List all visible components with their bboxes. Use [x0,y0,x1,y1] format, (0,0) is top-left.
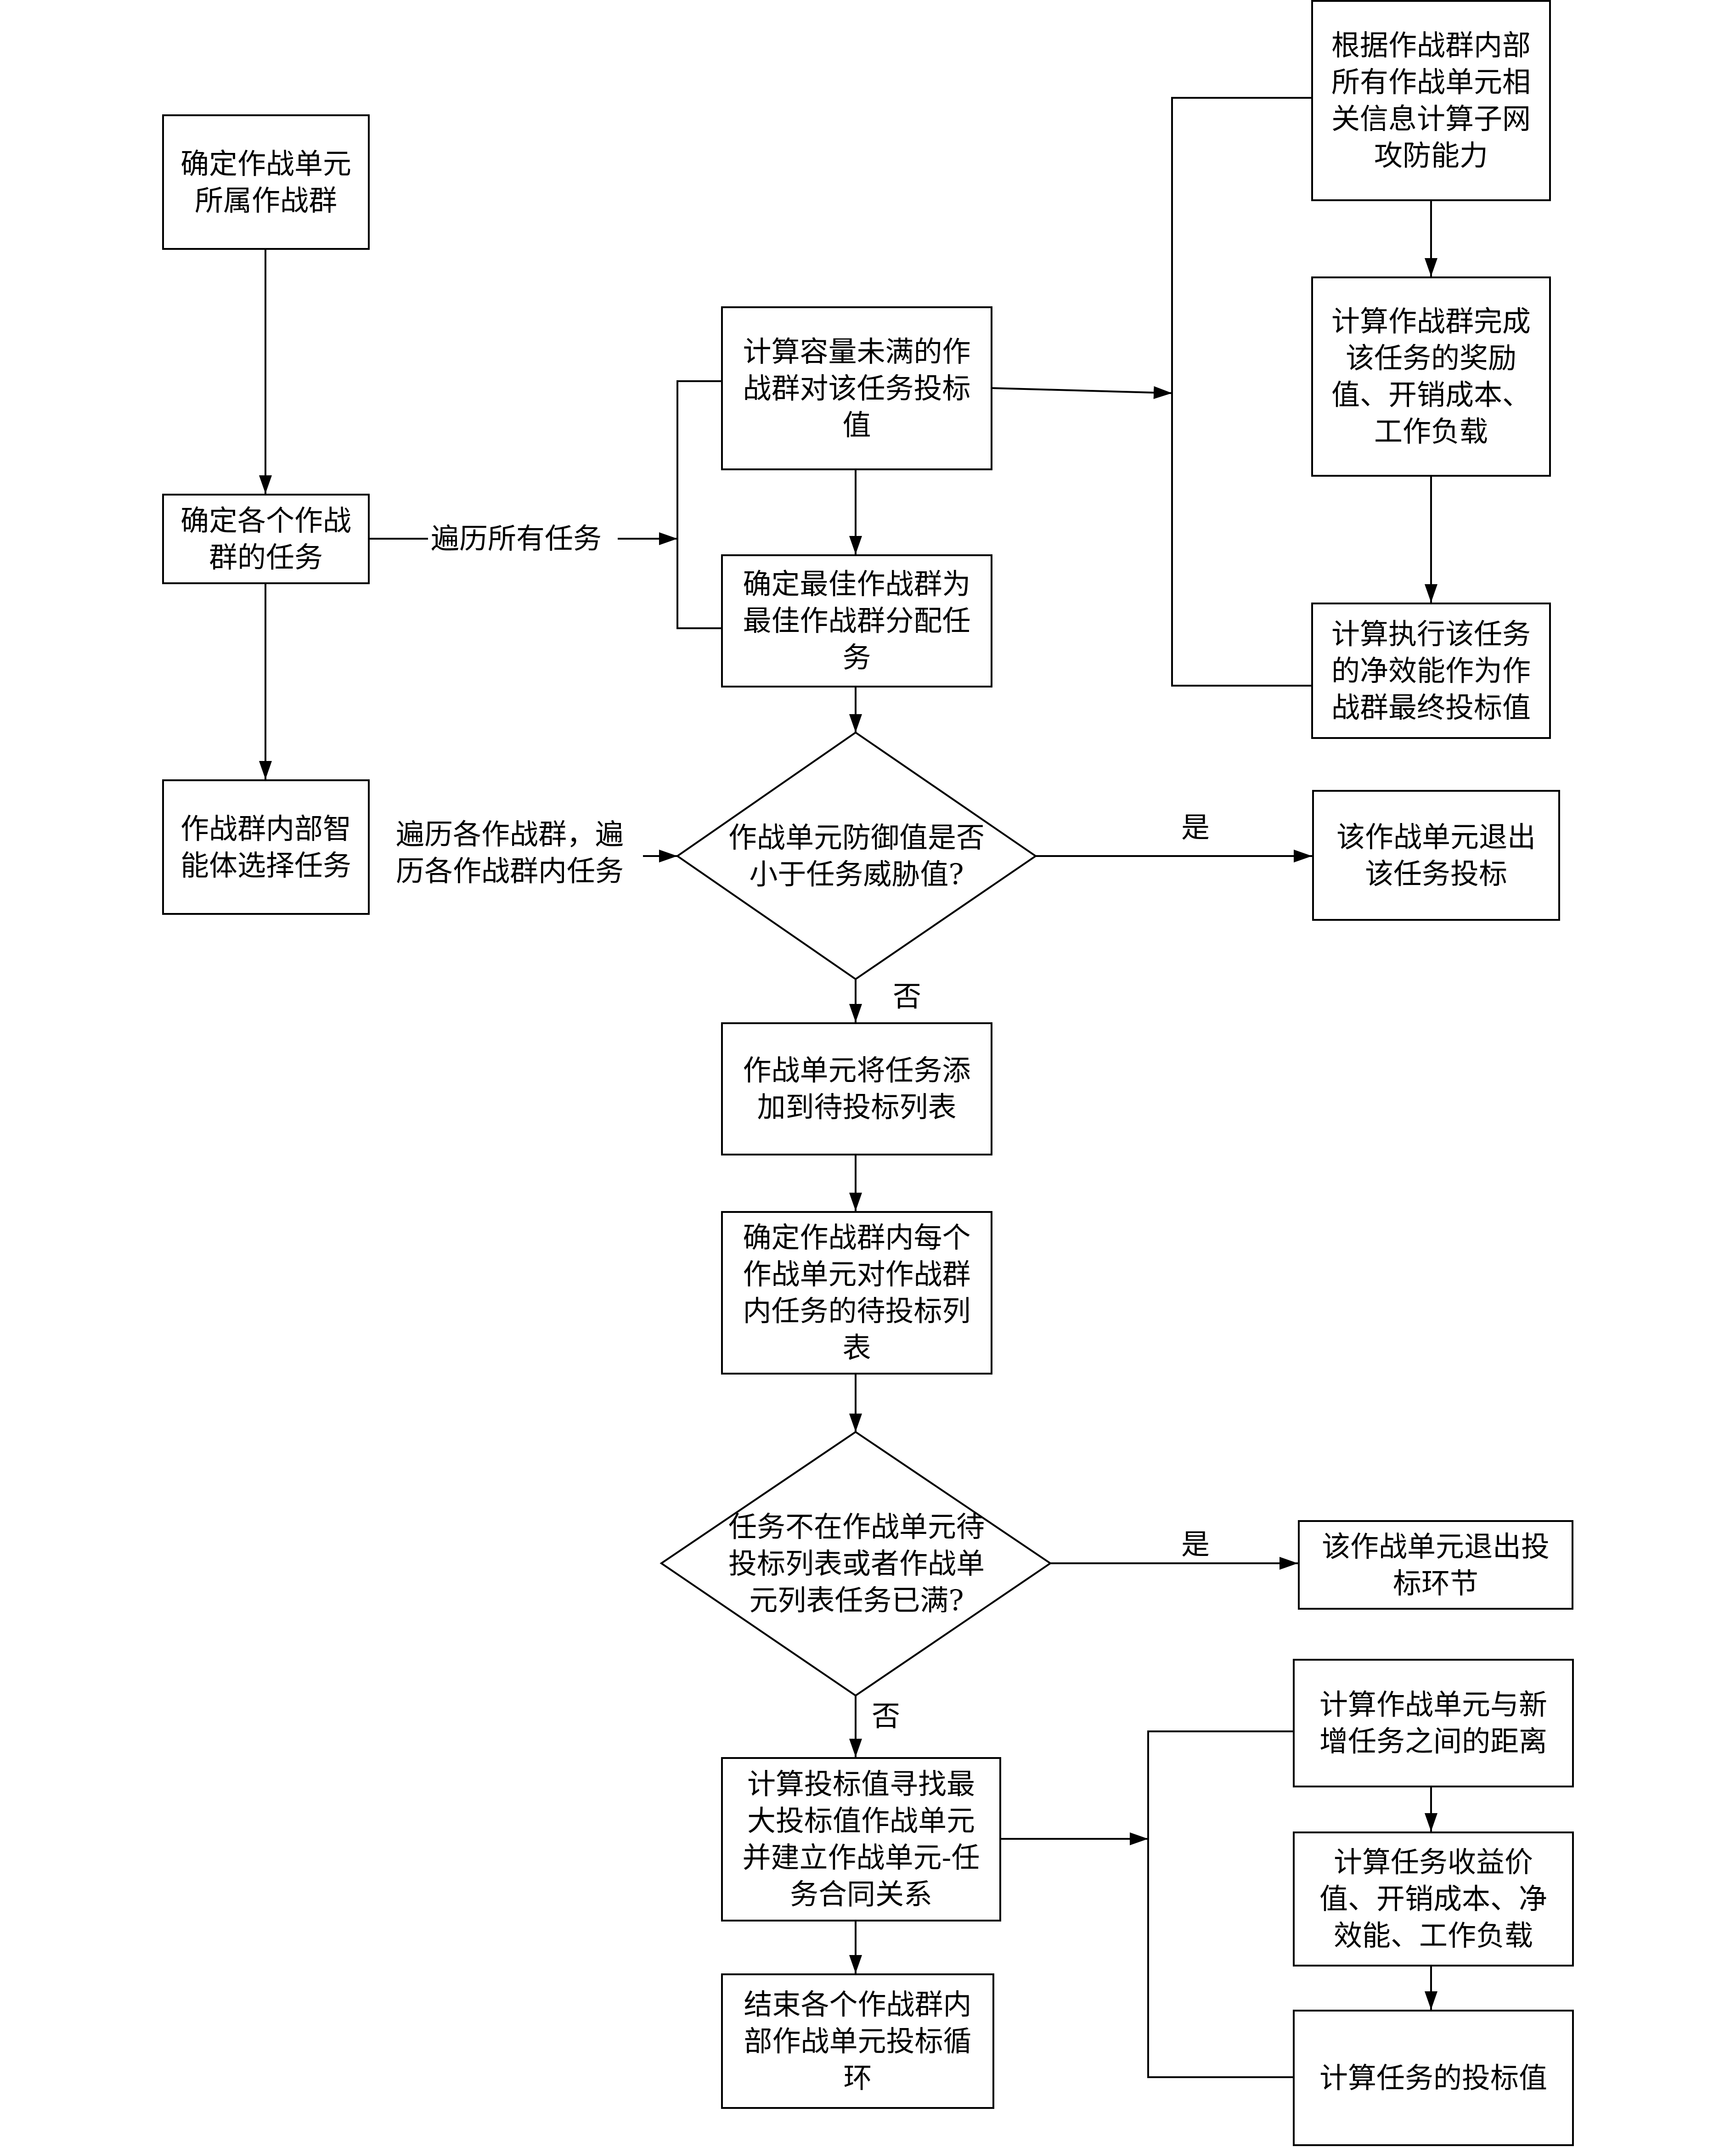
edge-subprocess-bracket [1171,97,1312,687]
node-exit-bid: 该作战单元退出 该任务投标 [1312,790,1560,921]
node-list-check-text: 任务不在作战单元待 投标列表或者作战单 元列表任务已满? [728,1510,985,1617]
label-no-check: 否 [872,1699,901,1733]
edge-calcbid-to-subprocess [991,386,1172,399]
node-pending-list: 确定作战群内每个 作战单元对作战群 内任务的待投标列 表 [721,1211,992,1375]
node-determine-group: 确定作战单元 所属作战群 [162,114,370,250]
node-agent-select: 作战群内部智 能体选择任务 [162,779,370,915]
node-net-efficacy: 计算执行该任务 的净效能作为作 战群最终投标值 [1311,603,1551,739]
node-revenue: 计算任务收益价 值、开销成本、净 效能、工作负载 [1293,1831,1574,1967]
edge-bottom-bracket [1147,1730,1294,2078]
node-exit-stage: 该作战单元退出投 标环节 [1298,1520,1573,1610]
node-distance: 计算作战单元与新 增任务之间的距离 [1293,1659,1574,1787]
node-task-bid: 计算任务的投标值 [1293,2010,1574,2146]
node-calc-bid: 计算容量未满的作 战群对该任务投标 值 [721,306,992,470]
label-traverse-tasks: 遍历所有任务 [431,520,602,557]
label-no-defense: 否 [893,980,922,1013]
node-reward-cost: 计算作战群完成 该任务的奖励 值、开销成本、 工作负载 [1311,276,1551,477]
label-yes-defense: 是 [1181,811,1210,844]
node-assign-best: 确定最佳作战群为 最佳作战群分配任 务 [721,554,992,687]
edge-traverse-bracket [676,380,722,629]
node-subnet-ability: 根据作战群内部 所有作战单元相 关信息计算子网 攻防能力 [1311,0,1551,201]
node-defense-check-text: 作战单元防御值是否 小于任务威胁值? [728,821,985,891]
node-end-loop: 结束各个作战群内 部作战单元投标循 环 [721,1973,994,2109]
label-yes-check: 是 [1181,1527,1210,1561]
label-traverse-groups: 遍历各作战群，遍 历各作战群内任务 [396,817,624,888]
node-determine-tasks: 确定各个作战 群的任务 [162,494,370,584]
node-add-pending: 作战单元将任务添 加到待投标列表 [721,1022,992,1155]
node-calc-max-bid: 计算投标值寻找最 大投标值作战单元 并建立作战单元-任 务合同关系 [721,1757,1001,1922]
